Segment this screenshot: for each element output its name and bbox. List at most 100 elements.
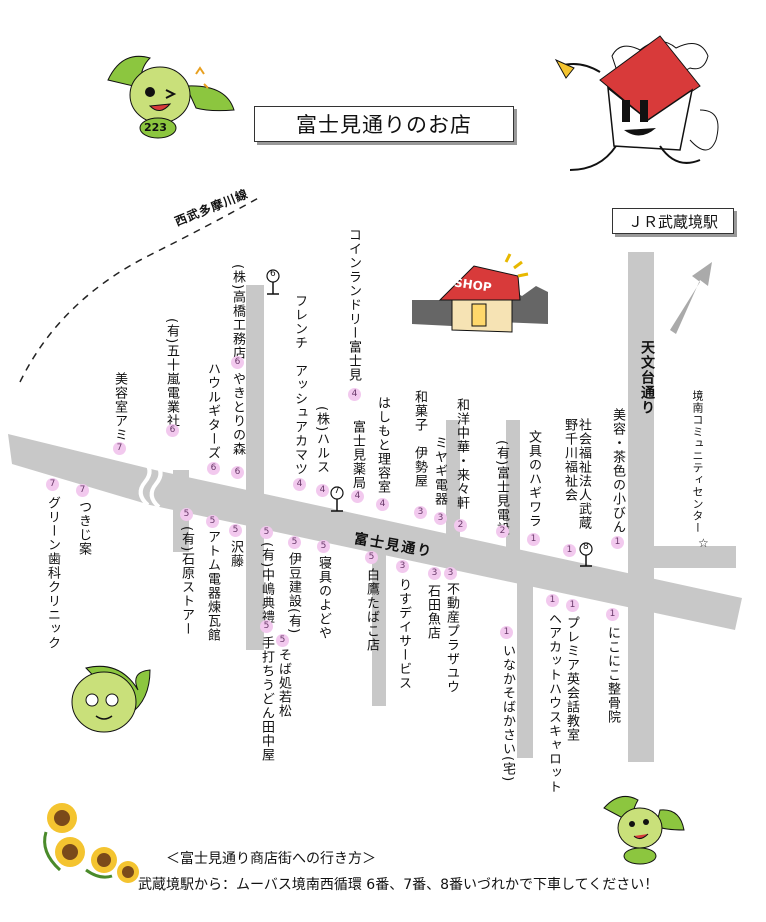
shop-label: (有)石原ストアー — [179, 526, 194, 637]
mascot-badge: 223 — [144, 121, 167, 134]
shop-number-badge: 6 — [166, 424, 179, 437]
shop-number-badge: 5 — [180, 508, 193, 521]
shop-label: (有)中嶋典禮 — [259, 542, 274, 625]
bus-stop-icon — [579, 542, 593, 567]
mascot-icon — [71, 665, 151, 733]
road-tenmondai-label: 天文台通り — [639, 340, 655, 415]
bus-stop-icon — [266, 269, 280, 295]
shop-label: 富士見薬局 — [350, 420, 365, 490]
arrow-icon — [670, 262, 712, 334]
shop-number-badge: 6 — [231, 466, 244, 479]
shop-number-badge: 1 — [527, 533, 540, 546]
shop-number-badge: 5 — [276, 634, 289, 647]
shop-label: にこにこ整骨院 — [605, 626, 620, 724]
shop-number-badge: 6 — [231, 356, 244, 369]
shop-label: アトム電器煉瓦館 — [205, 530, 220, 642]
mascot-icon — [107, 55, 235, 139]
shop-label: プレミア英会話教室 — [564, 616, 579, 742]
side-street — [372, 540, 386, 706]
shop-label: 和菓子 伊勢屋 — [412, 390, 427, 488]
shop-number-badge: 3 — [428, 567, 441, 580]
shop-label: コインランドリー富士見 — [346, 228, 361, 382]
rail-line-dashed — [19, 195, 263, 383]
shop-label: ミヤギ電器 — [432, 436, 447, 506]
shop-label: 不動産プラザユウ — [444, 582, 459, 694]
shop-number-badge: 4 — [293, 478, 306, 491]
road-tenmondai — [628, 252, 654, 762]
shop-number-badge: 7 — [113, 442, 126, 455]
shop-number-badge: 1 — [566, 599, 579, 612]
shop-label: 石田魚店 — [425, 584, 440, 640]
shop-label: (株)ハルス — [314, 406, 329, 475]
shop-number-badge: 4 — [351, 490, 364, 503]
bus-stop-number: 6 — [270, 269, 276, 279]
shop-number-badge: 1 — [611, 536, 624, 549]
shop-illustration-icon — [412, 253, 548, 333]
shop-label: 社会福祉法人武蔵野千川福祉会 — [562, 418, 591, 530]
shop-number-badge: 1 — [546, 594, 559, 607]
shop-label: 文具のハギワラ — [526, 430, 541, 528]
shop-number-badge: 3 — [434, 512, 447, 525]
bus-stop-number: 7 — [334, 486, 340, 496]
shop-label: フレンチ アッシュアカマツ — [292, 294, 307, 476]
shop-label: 白鷹たばこ店 — [364, 568, 379, 652]
shop-number-badge: 4 — [376, 498, 389, 511]
shop-number-badge: 7 — [46, 478, 59, 491]
main-street — [8, 434, 742, 630]
shop-number-badge: 1 — [500, 626, 513, 639]
shop-number-badge: 2 — [454, 519, 467, 532]
shop-number-badge: 2 — [496, 525, 509, 538]
shop-label: 寝具のよどや — [316, 556, 331, 640]
shop-label: 手打ちうどん田中屋 — [259, 636, 274, 762]
shop-number-badge: 5 — [365, 551, 378, 564]
shop-number-badge: 5 — [288, 536, 301, 549]
bus-stop-icon — [330, 486, 344, 512]
shop-label: (有)五十嵐電業社 — [164, 318, 179, 429]
shop-label: りすデイサービス — [396, 578, 411, 690]
shop-label: やきとりの森 — [230, 372, 245, 456]
shop-label: グリーン歯科クリニック — [45, 496, 60, 650]
shop-number-badge: 6 — [207, 462, 220, 475]
shop-label: (株)高橋工務店 — [230, 264, 245, 361]
shop-number-badge: 5 — [260, 526, 273, 539]
bus-stop-number: 8 — [583, 542, 589, 552]
shop-label: ハウルギターズ — [205, 362, 220, 460]
shop-label: (有)富士見電設 — [494, 440, 509, 537]
shop-label: 和洋中華・来々軒 — [454, 398, 469, 510]
shop-number-badge: 5 — [260, 620, 273, 633]
shop-label: はしもと理容室 — [375, 396, 390, 494]
shop-label: そば処若松 — [276, 648, 291, 718]
side-street — [517, 580, 533, 758]
shop-number-badge: 3 — [414, 506, 427, 519]
shop-number-badge: 4 — [316, 484, 329, 497]
shop-label: 伊豆建設(有) — [286, 552, 301, 635]
shop-label: ヘアカットハウスキャロット — [546, 612, 561, 794]
shop-number-badge: 5 — [317, 540, 330, 553]
page-title: 富士見通りのお店 — [254, 106, 514, 142]
shop-number-badge: 3 — [396, 560, 409, 573]
star-mark: ☆ — [698, 536, 709, 550]
shop-number-badge: 4 — [348, 388, 361, 401]
community-center-label: 境南コミュニティセンター — [691, 390, 704, 534]
side-street — [652, 546, 736, 568]
house-mascot-icon — [554, 35, 719, 171]
station-label: ＪＲ武蔵境駅 — [612, 208, 734, 234]
side-street — [506, 420, 520, 558]
road-break — [138, 458, 152, 507]
sunflower-icon — [43, 803, 139, 883]
directions-heading: ＜富士見通り商店街への行き方＞ — [166, 851, 376, 867]
heart-icon — [195, 66, 209, 89]
shop-number-badge: 5 — [229, 524, 242, 537]
mascot-icon — [603, 795, 685, 865]
shop-label: 美容・茶色の小びん — [610, 408, 625, 534]
side-street — [246, 285, 264, 650]
shop-number-badge: 3 — [444, 567, 457, 580]
shop-number-badge: 1 — [606, 608, 619, 621]
shop-label: いなかそばかさい(宅) — [500, 644, 515, 783]
shop-label: 沢藤 — [228, 540, 243, 568]
shop-number-badge: 5 — [206, 515, 219, 528]
shop-number-badge: 1 — [563, 544, 576, 557]
shop-label: 美容室アミ — [112, 372, 127, 442]
shop-label: つきじ案 — [76, 500, 91, 556]
